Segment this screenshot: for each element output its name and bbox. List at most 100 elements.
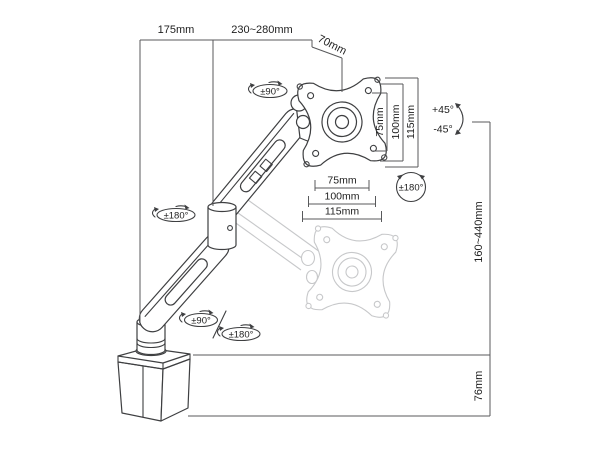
label-rear-reach: 175mm	[158, 24, 195, 36]
vesa-hole-100	[381, 154, 388, 161]
label-front-reach: 230~280mm	[231, 24, 292, 36]
base-front-face	[117, 361, 164, 422]
base-rim	[117, 353, 191, 370]
ghost-arm-line	[247, 199, 321, 253]
top-dimension-lines	[139, 39, 313, 322]
hub-hole	[334, 114, 350, 130]
elbow-cylinder	[207, 206, 237, 251]
ghost-vesa-hole	[316, 293, 324, 301]
rotation-arrow-arc	[216, 327, 221, 337]
ghost-hub-hole	[345, 265, 359, 279]
vesa-hole-100	[374, 76, 381, 83]
vesa-hole-75	[364, 87, 372, 95]
label-vesa-h100: 100mm	[324, 191, 359, 203]
rotation-circle	[395, 171, 427, 203]
label-vesa-v100: 100mm	[390, 104, 402, 139]
ghost-vesa-hole	[392, 234, 399, 242]
vesa-v100-dimension	[380, 83, 404, 162]
elbow-joint	[207, 201, 237, 251]
ghost-arm-line	[232, 220, 302, 271]
label-vesa-v75: 75mm	[374, 107, 386, 136]
lower-arm-edge	[144, 237, 215, 317]
label-base-rotation: ±180°	[229, 330, 254, 341]
lower-arm	[138, 233, 230, 333]
tilt-annotation: +45° -45°	[432, 103, 464, 136]
elbow-top-cap	[207, 201, 237, 213]
tilt-arrowhead	[455, 103, 461, 109]
rotation-arrowhead	[419, 174, 425, 180]
ghost-vesa-hole	[314, 225, 322, 232]
rotation-arrowhead	[208, 309, 214, 315]
vesa-h100-dimension	[308, 196, 376, 207]
rotation-arrow-arc	[178, 313, 183, 323]
pole-rings	[136, 337, 166, 349]
label-vesa-h115: 115mm	[325, 206, 359, 218]
rotation-arrowhead	[219, 326, 224, 331]
upper-arm-slot	[239, 139, 286, 193]
label-vesa-v115: 115mm	[405, 105, 417, 139]
tilt-arrowhead	[455, 129, 461, 135]
ghost-vesa-hole	[323, 236, 331, 244]
upper-arm-edge	[214, 112, 295, 210]
rotation-arrowhead	[154, 207, 159, 212]
head-swivel-annotation: ±90°	[247, 80, 288, 99]
base-swivel-annotation: ±90°	[178, 309, 219, 328]
rotation-arrow-arc	[151, 208, 156, 218]
vesa-hole-75	[312, 149, 320, 157]
head-pivot	[295, 114, 311, 130]
rotation-arrowhead	[250, 83, 255, 88]
rotation-ellipse	[221, 326, 261, 342]
monitor-arm-artwork	[117, 76, 388, 422]
vesa-h115-dimension	[302, 211, 382, 222]
ghost-arm-position	[232, 199, 399, 319]
base-rotation-annotation: ±180°	[216, 323, 261, 342]
desk-clamp-base	[117, 347, 191, 422]
lower-arm-slot	[164, 258, 208, 306]
ghost-head-joint	[300, 249, 316, 267]
elbow-rotation-annotation: ±180°	[151, 204, 196, 223]
elbow-screw	[227, 225, 233, 231]
ghost-arm-line	[237, 212, 310, 264]
rotation-annotations: ±90° ±180° +45° -45° ±180°	[151, 80, 464, 342]
label-height-range: 160~440mm	[473, 201, 485, 262]
vesa-hole-100	[296, 83, 303, 90]
ghost-vesa-hole	[382, 312, 390, 319]
dimension-lines: 175mm 230~280mm 70mm 160~440mm 76mm 75mm…	[139, 24, 491, 417]
ghost-vesa-plate	[305, 225, 399, 319]
ghost-vesa-hole	[305, 302, 312, 310]
height-dimension-lines	[188, 121, 491, 417]
label-vesa-rotation: ±180°	[399, 183, 424, 194]
rotation-arrowhead	[397, 174, 403, 180]
head-depth-leader	[311, 46, 343, 92]
label-tilt-down: -45°	[433, 124, 452, 136]
annotation-divider	[212, 310, 227, 339]
rotation-ellipse	[252, 83, 288, 99]
rotation-ellipse	[183, 312, 219, 328]
vesa-hole-75	[307, 92, 315, 100]
ghost-vesa-hole	[373, 300, 381, 308]
rotation-arrow-arc	[247, 84, 252, 94]
rotation-arrowhead	[277, 80, 283, 86]
vesa-hole-100	[303, 161, 310, 168]
vesa-v75-dimension	[372, 92, 388, 152]
label-head-swivel: ±90°	[260, 87, 280, 98]
label-clamp-capacity: 76mm	[473, 371, 485, 402]
ghost-vesa-hole	[380, 243, 388, 251]
rotation-arrowhead	[181, 312, 186, 317]
vesa-v115-dimension	[385, 77, 419, 168]
rotation-arrowhead	[249, 323, 255, 329]
label-vesa-h75: 75mm	[327, 175, 356, 187]
cable-clip	[248, 170, 263, 185]
label-base-swivel: ±90°	[191, 316, 211, 327]
rotation-ellipse	[156, 207, 196, 223]
cable-clip	[259, 158, 273, 173]
rotation-arrowhead	[184, 204, 190, 210]
vesa-h75-dimension	[314, 180, 370, 191]
label-tilt-up: +45°	[432, 104, 454, 116]
label-elbow-rotation: ±180°	[164, 211, 189, 222]
vesa-plate	[296, 76, 388, 168]
vesa-rotation-annotation: ±180°	[395, 171, 427, 203]
tilt-arrow-arc	[456, 104, 464, 134]
